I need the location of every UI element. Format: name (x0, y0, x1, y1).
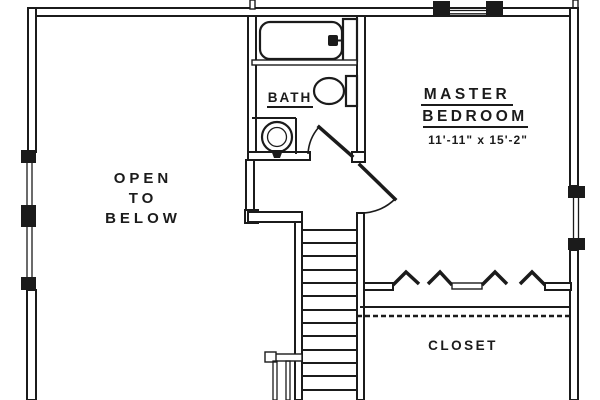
master-bedroom-dimensions: 11'-11" x 15'-2" (428, 133, 528, 147)
doors (307, 124, 398, 214)
master-bedroom-label-line2: BEDROOM (422, 108, 527, 125)
room-labels: OPEN TO BELOW BATH MASTER BEDROOM 11'-11… (105, 86, 528, 353)
top-wall-tick-left (249, 0, 256, 10)
closet (357, 269, 572, 318)
bifold-door-icon (480, 269, 509, 287)
bifold-door-panel (451, 282, 483, 290)
stairs (264, 229, 357, 400)
window-icon-left-double (21, 150, 36, 290)
master-bedroom-label-line1: MASTER (424, 86, 510, 103)
bath-west-wall (247, 15, 257, 161)
bifold-door-icon (391, 269, 421, 287)
closet-label: CLOSET (428, 338, 498, 353)
bath-door-swing-icon (307, 124, 355, 159)
toilet-icon (312, 74, 359, 108)
bath-east-wall (356, 15, 366, 161)
toilet-bowl (312, 76, 346, 106)
open-to-below-label-line3: BELOW (105, 210, 181, 227)
bathtub-icon (258, 20, 346, 61)
plumbing-chase (341, 17, 359, 63)
sink-faucet-icon (271, 150, 283, 158)
toilet-tank (344, 74, 359, 108)
tub-deck-edge (251, 59, 358, 66)
bifold-door-icon (426, 269, 454, 287)
window-icon-right (568, 186, 585, 250)
sink-icon (252, 117, 297, 158)
bathroom-fixtures (251, 17, 359, 158)
closet-wall-segment (363, 282, 394, 291)
stairwell-west-wall (294, 221, 303, 400)
bath-south-wall-corner (351, 151, 366, 163)
left-wall-upper (27, 7, 37, 153)
closet-wall-segment (544, 282, 572, 291)
tub-faucet-icon (328, 35, 338, 46)
stairwell-head-wall (247, 211, 303, 223)
right-wall-upper (569, 7, 579, 187)
bath-label: BATH (268, 90, 313, 105)
window-icon-top (433, 1, 503, 16)
bedroom-door-swing-icon (357, 162, 398, 214)
stair-railing (264, 351, 303, 400)
hall-west-wall (245, 159, 255, 215)
newel-post (264, 351, 277, 363)
right-wall-lower (569, 249, 579, 400)
left-wall-lower (26, 289, 37, 400)
windows (21, 1, 585, 290)
open-to-below-label-line1: OPEN (114, 170, 173, 187)
bifold-door-icon (518, 269, 547, 287)
open-to-below-label-line2: TO (129, 190, 158, 207)
